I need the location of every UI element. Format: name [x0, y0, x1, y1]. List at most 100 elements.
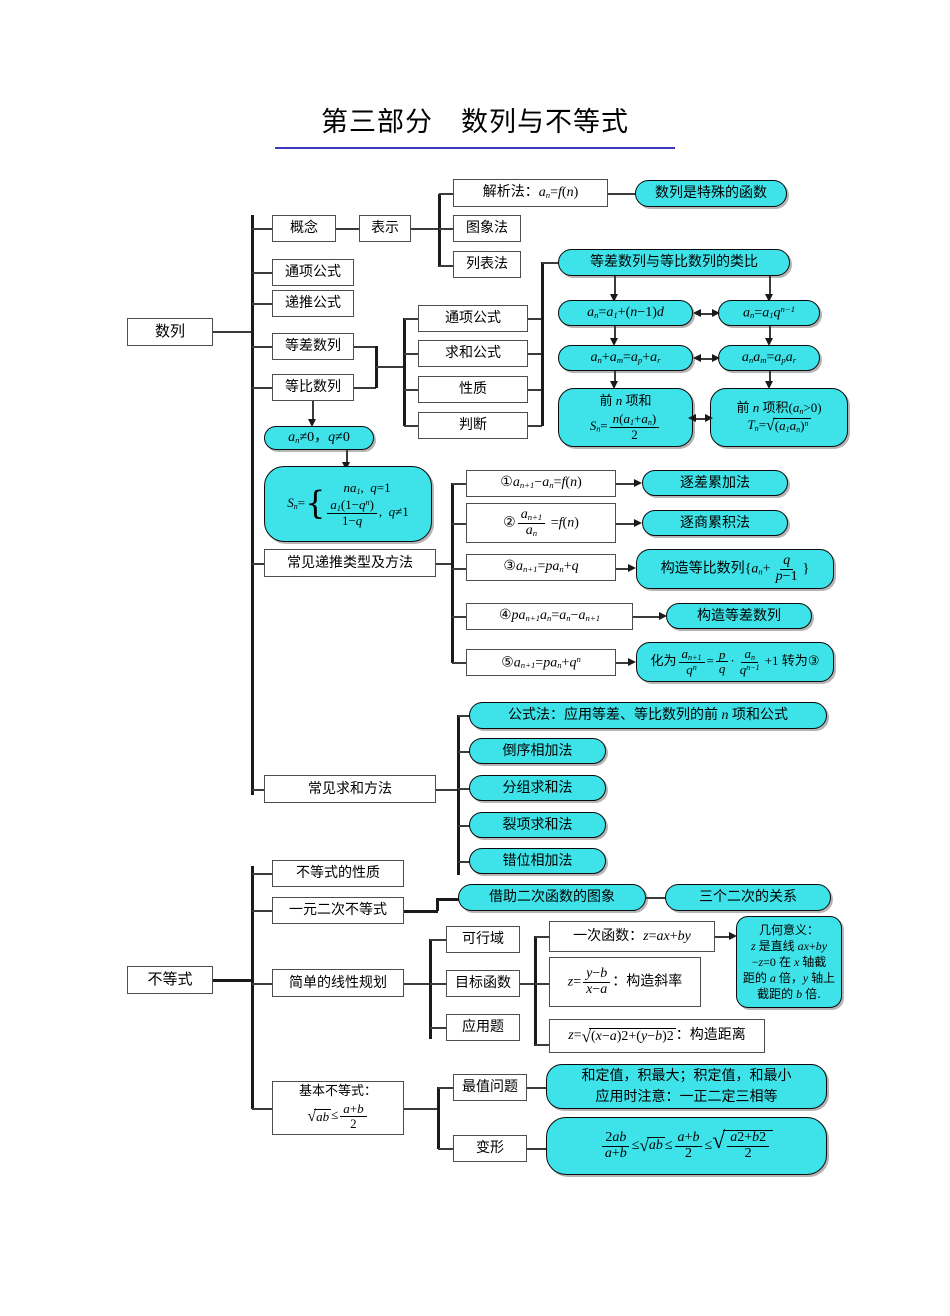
conn-ineq-1 — [252, 910, 272, 912]
node-liebiaofa[interactable]: 列表法 — [453, 251, 521, 278]
conn-rec1-method — [616, 483, 636, 485]
node-sum-method-group[interactable]: 分组求和法 — [469, 775, 606, 801]
node-jiexifa[interactable]: 解析法：an=f(n) — [453, 179, 608, 207]
node-biaoshi[interactable]: 表示 — [359, 215, 411, 242]
node-recursion-type-5[interactable]: ⑤an+1=pan+qn — [466, 649, 616, 676]
node-recursion-types[interactable]: 常见递推类型及方法 — [264, 549, 436, 577]
node-attr-xingzhi[interactable]: 性质 — [418, 376, 528, 403]
conn-rec2-method — [616, 523, 636, 525]
node-ditui-gongshi[interactable]: 递推公式 — [272, 290, 354, 317]
conn-analogy-row3 — [694, 418, 707, 420]
node-method-zhushang[interactable]: 逐商累积法 — [642, 510, 788, 536]
node-attr-panduan-label: 判断 — [459, 417, 487, 434]
node-recursion-type-3[interactable]: ③an+1=pan+q — [466, 554, 616, 581]
node-lp-distance[interactable]: z=√(x−a)2+(y−b)2：构造距离 — [549, 1019, 765, 1053]
node-sum-method-formula-label: 公式法：应用等差、等比数列的前 n 项和公式 — [508, 706, 788, 723]
node-geo-property[interactable]: anam=apar — [718, 345, 820, 371]
conn-attr-out-1 — [528, 353, 542, 355]
conn-attr-out-0 — [528, 318, 542, 320]
conn-analogy-row2 — [699, 358, 714, 360]
conn-dengcha-join — [354, 346, 376, 348]
node-recursion-type-1[interactable]: ①an+1−an=f(n) — [466, 470, 616, 497]
node-geo-product[interactable]: 前 n 项积(an>0) Tn=√(a1an)n — [710, 388, 848, 447]
node-tuxiangfa[interactable]: 图象法 — [453, 215, 521, 242]
node-geo-property-label: anam=apar — [741, 349, 797, 365]
arrow-rec5-method — [628, 658, 636, 666]
conn-rec-2 — [452, 568, 466, 570]
node-dengcha-shulie[interactable]: 等差数列 — [272, 333, 354, 360]
node-geo-general-term-label: an=a1qn−1 — [742, 304, 796, 321]
conn-rec-1 — [452, 523, 466, 525]
page-title-text: 第三部分 数列与不等式 — [321, 107, 629, 137]
node-inequality-properties[interactable]: 不等式的性质 — [272, 860, 404, 887]
node-maxmin-note-label: 和定值，积最大；积定值，和最小 应用时注意：一正二定三相等 — [581, 1068, 792, 1105]
node-arith-property[interactable]: an+am=ap+ar — [558, 345, 693, 371]
node-lp-feasible-region[interactable]: 可行域 — [446, 926, 520, 953]
node-geometric-meaning[interactable]: 几何意义： z 是直线 ax+by −z=0 在 x 轴截 距的 a 倍，y 轴… — [736, 916, 842, 1008]
node-maxmin-note[interactable]: 和定值，积最大；积定值，和最小 应用时注意：一正二定三相等 — [546, 1064, 827, 1109]
node-quadratic-inequality[interactable]: 一元二次不等式 — [272, 897, 404, 924]
node-lp-distance-label: z=√(x−a)2+(y−b)2：构造距离 — [568, 1026, 746, 1046]
node-gainian-label: 概念 — [290, 220, 318, 237]
node-inequality-properties-label: 不等式的性质 — [296, 865, 380, 882]
conn-biaoshi-c — [439, 265, 453, 267]
node-max-min-problem[interactable]: 最值问题 — [453, 1074, 527, 1101]
node-attr-qiuhe[interactable]: 求和公式 — [418, 340, 528, 367]
node-recursion-type-4[interactable]: ④pan+1an=an−an+1 — [466, 603, 633, 630]
node-lp-objective-label: 目标函数 — [455, 975, 511, 992]
node-inequality-root-label: 不等式 — [147, 970, 193, 989]
node-attr-tongxiang[interactable]: 通项公式 — [418, 305, 528, 332]
node-recursion-types-label: 常见递推类型及方法 — [287, 554, 413, 571]
conn-rec3-method — [616, 568, 630, 570]
node-lp-objective[interactable]: 目标函数 — [446, 970, 520, 997]
node-method-construct-arith[interactable]: 构造等差数列 — [666, 603, 812, 629]
node-method-construct-arith-label: 构造等差数列 — [697, 607, 781, 624]
conn-merge-to-attrs — [376, 366, 404, 368]
node-sum-method-shift[interactable]: 错位相加法 — [469, 848, 606, 874]
node-method-zhucha[interactable]: 逐差累加法 — [642, 470, 788, 496]
node-sum-method-reverse[interactable]: 倒序相加法 — [469, 738, 606, 764]
node-three-quadratics-relation[interactable]: 三个二次的关系 — [665, 884, 831, 911]
arrow-dengbi-cond — [308, 419, 316, 427]
node-geo-general-term[interactable]: an=a1qn−1 — [718, 300, 820, 326]
conn-rec-3 — [452, 616, 466, 618]
node-lp-linear-function[interactable]: 一次函数：z=ax+by — [549, 921, 715, 952]
node-linear-programming[interactable]: 简单的线性规划 — [272, 969, 404, 997]
node-lp-word-problem[interactable]: 应用题 — [446, 1014, 520, 1041]
node-sum-method-formula[interactable]: 公式法：应用等差、等比数列的前 n 项和公式 — [469, 702, 827, 729]
node-arith-sum[interactable]: 前 n 项和 Sn=n(a1+an)2 — [558, 388, 693, 447]
node-transform[interactable]: 变形 — [453, 1135, 527, 1162]
arrow-rec4-method — [659, 612, 667, 620]
node-geometric-meaning-label: 几何意义： z 是直线 ax+by −z=0 在 x 轴截 距的 a 倍，y 轴… — [742, 922, 836, 1002]
node-attr-panduan[interactable]: 判断 — [418, 412, 528, 439]
node-arith-sum-label: 前 n 项和 Sn=n(a1+an)2 — [590, 393, 661, 442]
conn-sum-0 — [458, 715, 472, 717]
node-arith-general-term[interactable]: an=a1+(n−1)d — [558, 300, 693, 326]
node-geo-sum-cases[interactable]: Sn={ na1, q=1 a1(1−qn)1−q, q≠1 — [264, 466, 432, 542]
conn-cond-sncases — [346, 450, 348, 464]
node-dengbi-shulie[interactable]: 等比数列 — [272, 374, 354, 401]
conn-lpobj-2 — [535, 1044, 551, 1046]
node-analogy-header[interactable]: 等差数列与等比数列的类比 — [558, 249, 790, 276]
node-special-function[interactable]: 数列是特殊的函数 — [635, 180, 787, 207]
arrow-row1-left — [693, 309, 701, 317]
node-method-zhushang-label: 逐商累积法 — [680, 514, 750, 531]
node-quadratic-graph-aid[interactable]: 借助二次函数的图象 — [458, 884, 646, 911]
node-inequality-root[interactable]: 不等式 — [127, 966, 213, 994]
node-tongxiang-gongshi[interactable]: 通项公式 — [272, 259, 354, 286]
node-sum-method-split[interactable]: 裂项求和法 — [469, 812, 606, 838]
node-transform-label: 变形 — [476, 1140, 504, 1157]
node-sequence-root[interactable]: 数列 — [127, 318, 213, 346]
conn-ineq-0 — [252, 873, 272, 875]
node-gainian[interactable]: 概念 — [272, 215, 336, 242]
node-condition-nonzero[interactable]: an≠0，q≠0 — [264, 426, 374, 450]
arrow-analogy-right — [765, 294, 773, 302]
node-summation-methods[interactable]: 常见求和方法 — [264, 775, 436, 803]
